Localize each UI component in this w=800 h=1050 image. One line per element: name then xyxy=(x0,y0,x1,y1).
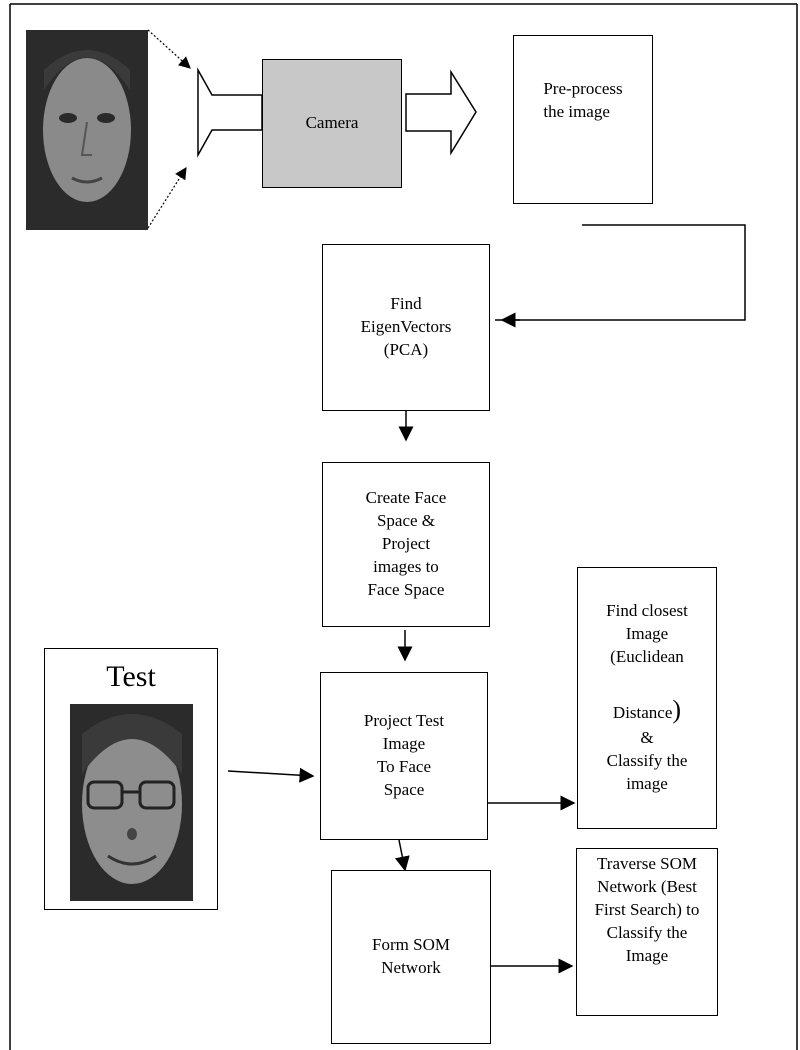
preprocess-to-eigen-line xyxy=(495,224,746,321)
distance-label: Distance xyxy=(612,702,673,722)
preprocess-label: Pre-process the image xyxy=(543,79,623,121)
find-closest-box: Find closest Image (Euclidean Distance) … xyxy=(577,567,717,829)
form-som-box: Form SOM Network xyxy=(331,870,491,1044)
eigenvectors-label: Find EigenVectors xyxy=(360,294,452,337)
project-test-box: Project Test Image To Face Space xyxy=(320,672,488,840)
project-test-label: Project Test Image To Face Space xyxy=(363,711,445,799)
distance-line: Distance) xyxy=(613,669,681,727)
pca-label: (PCA) xyxy=(383,339,429,359)
traverse-som-label: Traverse SOM Network (Best First Search)… xyxy=(594,854,700,965)
preprocess-box: Pre-process the image xyxy=(513,35,653,204)
camera-box: Camera xyxy=(262,59,402,188)
camera-label: Camera xyxy=(305,113,359,133)
traverse-som-box: Traverse SOM Network (Best First Search)… xyxy=(576,848,718,1016)
training-face-photo xyxy=(26,30,148,230)
test-to-project-arrow xyxy=(227,767,315,783)
eigenvectors-box: Find EigenVectors (PCA) xyxy=(322,244,490,411)
test-face-photo xyxy=(69,703,193,901)
face-space-label: Create Face Space & Project images to Fa… xyxy=(365,488,447,599)
form-som-label: Form SOM Network xyxy=(372,935,450,977)
test-label: Test xyxy=(106,660,156,693)
hollow-arrow-icon xyxy=(405,69,477,156)
find-closest-label: Find closest Image (Euclidean xyxy=(606,601,688,667)
camera-lens-icon xyxy=(197,67,263,158)
ray-bottom-arrow xyxy=(147,166,187,229)
ampersand-label: & xyxy=(640,728,654,748)
distance-paren: ) xyxy=(672,694,682,724)
ray-top-arrow xyxy=(147,29,191,69)
classify-label: Classify the image xyxy=(606,750,688,793)
test-panel: Test xyxy=(44,648,218,910)
project-to-som-arrow xyxy=(394,839,410,872)
face-space-box: Create Face Space & Project images to Fa… xyxy=(322,462,490,627)
